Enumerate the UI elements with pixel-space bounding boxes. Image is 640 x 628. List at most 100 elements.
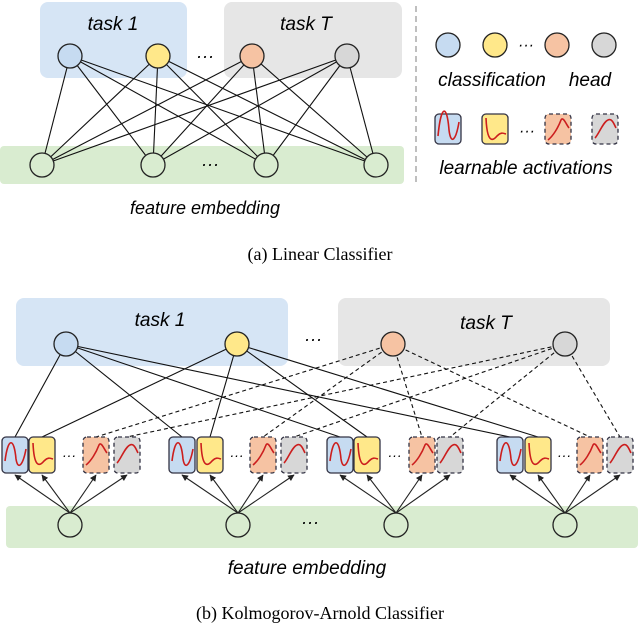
- head-ellipsis: ···: [304, 329, 322, 349]
- activation-curve: [116, 443, 139, 464]
- activation-curve: [547, 118, 570, 141]
- task-1-label: task 1: [135, 310, 186, 331]
- activation-curve: [357, 442, 379, 466]
- activation-box: [326, 436, 354, 474]
- feature-node: [552, 512, 578, 538]
- activation-box: [408, 436, 436, 474]
- activation-box: [168, 436, 196, 474]
- activation-curve: [4, 441, 27, 467]
- legend-head-blue: [435, 32, 461, 58]
- input-arrow: [69, 474, 97, 514]
- task-t-label: task T: [280, 14, 333, 35]
- activation-curve: [579, 443, 602, 466]
- legend-activation-label: learnable activations: [439, 158, 613, 179]
- panel-b-input-arrows: [14, 474, 621, 514]
- activation-curve: [32, 442, 54, 466]
- input-arrow: [366, 474, 397, 514]
- connection-line: [293, 343, 566, 438]
- input-arrow: [395, 474, 423, 514]
- activation-box: [249, 436, 277, 474]
- activation-box: [28, 436, 56, 474]
- feature-node: [383, 512, 409, 538]
- legend-activation-orange: [544, 113, 572, 145]
- input-arrow: [14, 474, 71, 514]
- panel-b-connections: [14, 343, 621, 438]
- activation-box: [353, 436, 381, 474]
- connection-line: [95, 343, 394, 438]
- embedding-label: feature embedding: [228, 558, 387, 579]
- legend-head-gray: [591, 32, 617, 58]
- activation-box: [496, 436, 524, 474]
- connection-line: [251, 55, 267, 166]
- connection-line: [41, 55, 348, 166]
- activation-box: [436, 436, 464, 474]
- head-node-blue: [57, 43, 83, 69]
- connection-line: [392, 343, 423, 438]
- activation-box-frame: [113, 436, 141, 474]
- connection-line: [152, 55, 159, 166]
- head-node-orange: [380, 331, 406, 357]
- feature-node: [363, 152, 389, 178]
- input-arrow: [69, 474, 128, 514]
- feature-node: [29, 152, 55, 178]
- connection-line: [262, 343, 394, 438]
- activation-box-frame: [408, 436, 436, 474]
- activation-ellipsis: ···: [388, 447, 402, 463]
- legend-activation-ellipsis: ···: [519, 123, 535, 140]
- embedding-background: [6, 506, 638, 548]
- feature-node: [225, 512, 251, 538]
- connection-line: [14, 343, 67, 438]
- activation-box: [196, 436, 224, 474]
- input-arrow: [564, 474, 591, 514]
- input-arrow: [564, 474, 621, 514]
- feature-ellipsis: ···: [301, 512, 319, 532]
- connection-line: [209, 343, 238, 438]
- legend-activation-blue: [434, 110, 462, 145]
- task-t-label: task T: [460, 313, 513, 334]
- connection-line: [251, 55, 377, 166]
- connection-line: [41, 55, 159, 166]
- head-node-orange: [239, 43, 265, 69]
- caption-b: (b) Kolmogorov-Arnold Classifier: [196, 603, 444, 624]
- panel-a-connections: [41, 55, 377, 166]
- feature-node: [253, 152, 279, 178]
- legend-head-yellow: [482, 32, 508, 58]
- input-arrow: [41, 474, 71, 514]
- connection-line: [69, 55, 377, 166]
- input-arrow: [339, 474, 397, 514]
- connection-line: [236, 343, 539, 438]
- activation-box: [280, 436, 308, 474]
- connection-line: [392, 343, 591, 438]
- head-node-gray: [552, 331, 578, 357]
- head-node-yellow: [224, 331, 250, 357]
- panel-b-activation-boxes: ············: [1, 436, 634, 474]
- connection-line: [236, 343, 368, 438]
- activation-curve: [85, 443, 108, 466]
- input-arrow: [237, 474, 264, 514]
- activation-curve: [283, 443, 306, 464]
- activation-box-frame: [280, 436, 308, 474]
- activation-box-frame: [436, 436, 464, 474]
- head-ellipsis: ···: [196, 46, 214, 66]
- input-arrow: [537, 474, 566, 514]
- activation-curve: [411, 443, 434, 466]
- activation-curve: [609, 443, 632, 464]
- input-arrow: [209, 474, 239, 514]
- connection-line: [346, 55, 377, 166]
- input-arrow: [509, 474, 566, 514]
- activation-box: [524, 436, 552, 474]
- legend: ··· classification head ··· learnable ac…: [415, 6, 619, 186]
- activation-box: [113, 436, 141, 474]
- connection-line: [65, 343, 511, 438]
- activation-box-frame: [606, 436, 634, 474]
- activation-curve: [528, 442, 550, 466]
- embedding-label: feature embedding: [130, 198, 280, 218]
- feature-ellipsis: ···: [201, 154, 219, 174]
- activation-curve: [252, 443, 275, 466]
- legend-activation-yellow: [481, 113, 509, 145]
- activation-ellipsis: ···: [557, 447, 571, 463]
- input-arrow: [237, 474, 295, 514]
- activation-curve: [594, 118, 617, 139]
- legend-activation-gray: [591, 113, 619, 145]
